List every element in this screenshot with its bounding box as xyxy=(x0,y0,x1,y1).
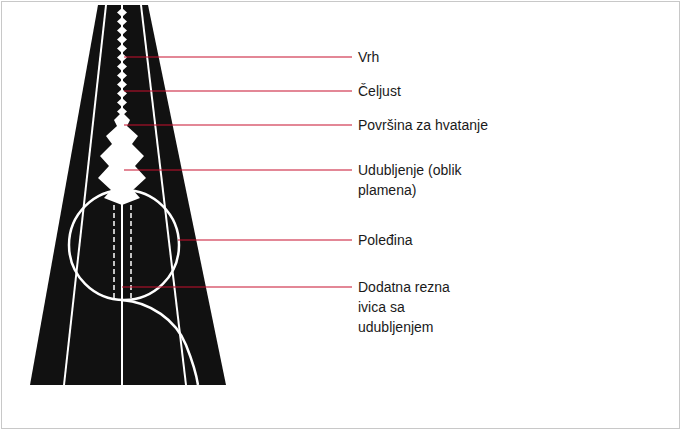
part-label: Udubljenje (oblik plamena) xyxy=(358,160,466,200)
pliers-head xyxy=(30,5,226,385)
cutting-edge-curve xyxy=(122,300,198,385)
leader-line xyxy=(178,239,352,240)
part-label: Čeljust xyxy=(358,81,401,101)
tooth xyxy=(117,26,127,35)
leader-line xyxy=(124,90,352,91)
tooth xyxy=(117,35,127,44)
tooth xyxy=(117,62,127,71)
part-label: Poleđina xyxy=(358,230,413,250)
part-label: Površina za hvatanje xyxy=(358,115,488,135)
tooth xyxy=(117,17,127,26)
tooth xyxy=(117,89,127,98)
tooth xyxy=(117,71,127,80)
part-label: Vrh xyxy=(358,47,379,67)
leader-lines xyxy=(122,57,352,287)
dashed-edge xyxy=(113,205,115,300)
gripping-teeth xyxy=(117,8,127,116)
tooth xyxy=(117,8,127,17)
leader-line xyxy=(124,169,352,170)
tooth xyxy=(117,44,127,53)
dashed-edge xyxy=(130,205,132,300)
leader-line xyxy=(124,124,352,125)
tooth xyxy=(117,98,127,107)
leader-line xyxy=(122,286,352,287)
tooth xyxy=(117,80,127,89)
leader-line xyxy=(124,56,352,57)
part-label: Dodatna rezna ivica sa udubljenjem xyxy=(358,277,470,337)
back-circle xyxy=(69,190,179,300)
